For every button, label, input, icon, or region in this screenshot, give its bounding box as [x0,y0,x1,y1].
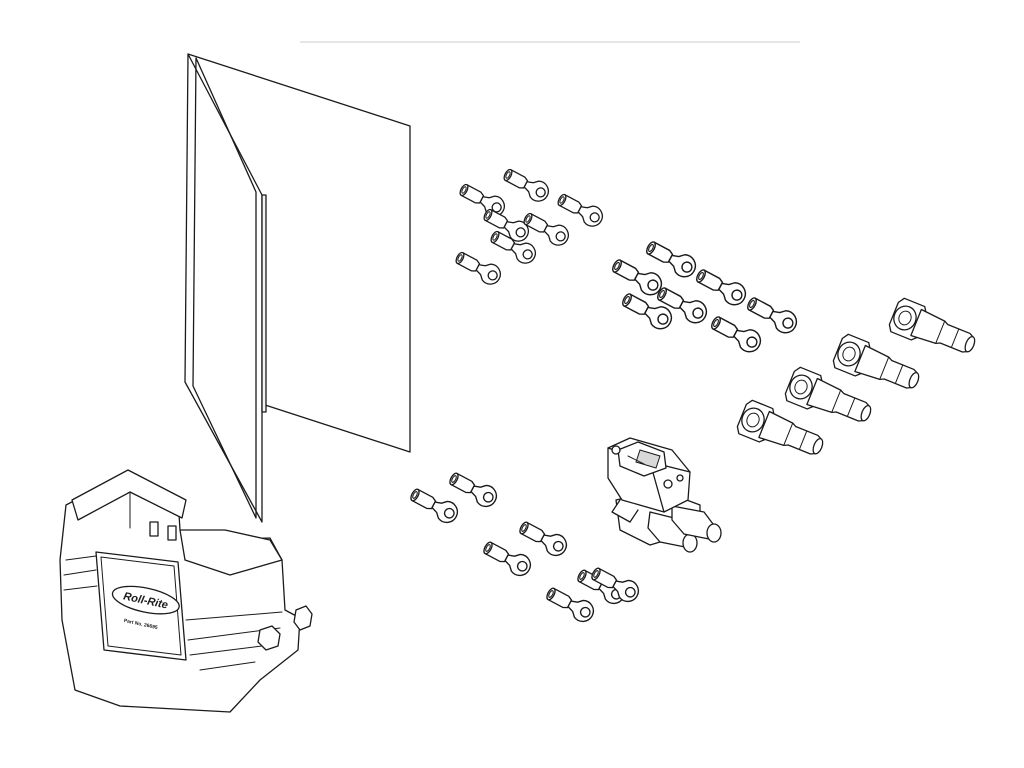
terminal-boot-4 [736,399,824,455]
ring-terminal-medium-2 [612,259,663,296]
ring-terminal-lower-1 [449,472,498,508]
ring-terminal-small-6 [490,230,536,264]
ring-terminal-medium-7 [711,316,762,353]
ring-terminal-lower-6 [546,587,595,623]
ring-terminal-medium-1 [646,241,697,278]
ring-terminal-lower-2 [410,488,459,524]
ring-terminal-small-5 [523,212,569,246]
ring-terminal-small-3 [557,193,603,227]
ring-terminal-lower-4 [483,541,532,577]
ring-terminal-medium-6 [622,293,673,330]
ring-terminal-lower-3 [519,521,568,557]
ring-terminal-medium-4 [657,287,708,324]
ring-terminal-group-small [455,168,603,285]
rotary-switch-with-boots [607,437,722,553]
ring-terminal-medium-5 [747,297,798,334]
terminal-boot-2 [832,333,920,389]
ring-terminal-small-7 [455,251,501,285]
ring-terminal-lower-7 [591,567,640,603]
ring-terminal-small-4 [483,208,529,242]
ring-terminal-group-medium [612,241,798,353]
instruction-folder [184,53,411,523]
ring-terminal-small-2 [503,168,549,202]
terminal-boot-1 [888,297,976,353]
terminal-boot-group [736,297,976,455]
ring-terminal-group-lower [410,472,640,623]
terminal-boot-3 [784,366,872,422]
ring-terminal-small-1 [459,183,505,217]
battery-switch-housing: Roll-Rite Part No. 26695 [59,469,313,713]
ring-terminal-medium-3 [696,269,747,306]
